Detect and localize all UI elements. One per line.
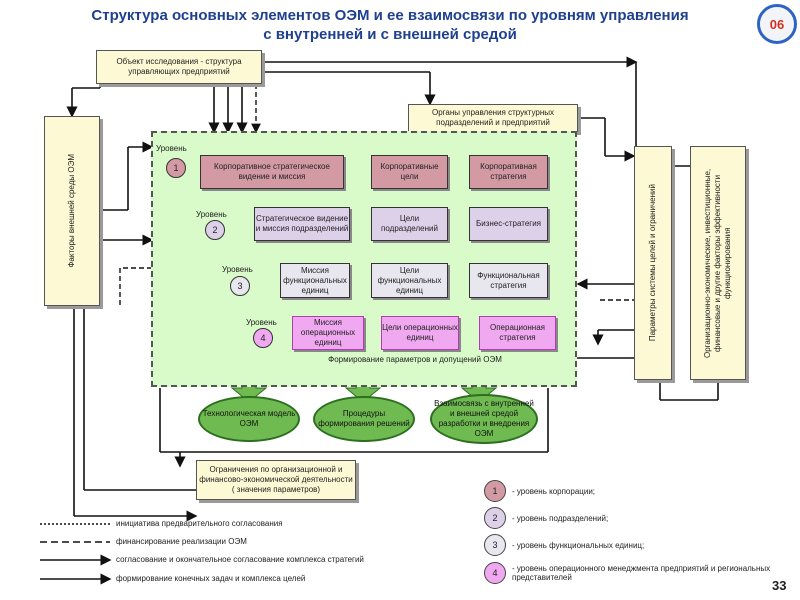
goal-params-box: Параметры системы целей и ограничений bbox=[634, 146, 672, 380]
l4-mission: Миссия операционных единиц bbox=[292, 316, 364, 350]
level-3-label: Уровень bbox=[222, 265, 253, 274]
l1-vision-mission: Корпоративное стратегическое видение и м… bbox=[200, 155, 344, 189]
l2-goals: Цели подразделений bbox=[371, 207, 448, 241]
l3-mission: Миссия функциональных единиц bbox=[280, 263, 350, 298]
efficiency-factors-text: Организационно-экономические, инвестицио… bbox=[703, 168, 732, 358]
management-organs-box: Органы управления структурных подразделе… bbox=[408, 104, 578, 132]
legend-circle-3: 3 bbox=[484, 534, 506, 556]
legend-level-4-text: - уровень операционного менеджмента пред… bbox=[512, 564, 771, 582]
oval-environment-link: Взаимосвязь с внутренней и внешней средо… bbox=[430, 394, 538, 444]
legend-line-3: согласование и окончательное согласовани… bbox=[116, 555, 364, 564]
l2-vision-mission: Стратегическое видение и миссия подразде… bbox=[254, 207, 350, 241]
legend-level-3-text: - уровень функциональных единиц; bbox=[512, 540, 645, 550]
legend-level-2-text: - уровень подразделений; bbox=[512, 513, 609, 523]
external-factors-text: Факторы внешней среды ОЭМ bbox=[67, 154, 76, 268]
legend-level-4: 4 - уровень операционного менеджмента пр… bbox=[484, 562, 772, 584]
l3-strategy: Функциональная стратегия bbox=[469, 263, 548, 298]
legend-circle-4: 4 bbox=[484, 562, 506, 584]
legend-circle-2: 2 bbox=[484, 507, 506, 529]
l4-goals: Цели операционных единиц bbox=[381, 316, 459, 350]
goal-params-text: Параметры системы целей и ограничений bbox=[648, 184, 657, 342]
l1-strategy: Корпоративная стратегия bbox=[469, 155, 548, 189]
constraints-box: Ограничения по организационной и финансо… bbox=[196, 460, 356, 500]
page-number: 33 bbox=[772, 578, 787, 593]
legend-line-1: инициатива предварительного согласования bbox=[116, 519, 283, 528]
research-object-box: Объект исследования - структура управляю… bbox=[96, 50, 262, 84]
external-factors-box: Факторы внешней среды ОЭМ bbox=[44, 116, 100, 306]
slide-badge: 06 bbox=[757, 4, 797, 44]
title-line-1: Структура основных элементов ОЭМ и ее вз… bbox=[91, 7, 689, 24]
legend-line-2: финансирование реализации ОЭМ bbox=[116, 537, 247, 546]
efficiency-factors-box: Организационно-экономические, инвестицио… bbox=[690, 146, 746, 380]
level-3-circle: 3 bbox=[230, 276, 250, 296]
legend-level-3: 3 - уровень функциональных единиц; bbox=[484, 534, 764, 556]
l3-goals: Цели функциональных единиц bbox=[371, 263, 448, 298]
legend-level-1-text: - уровень корпорации; bbox=[512, 486, 596, 496]
level-4-circle: 4 bbox=[253, 328, 273, 348]
level-2-label: Уровень bbox=[196, 210, 227, 219]
legend-level-1: 1 - уровень корпорации; bbox=[484, 480, 764, 502]
formation-caption: Формирование параметров и допущений ОЭМ bbox=[328, 355, 502, 364]
l1-goals: Корпоративные цели bbox=[371, 155, 448, 189]
diagram-title: Структура основных элементов ОЭМ и ее вз… bbox=[40, 6, 740, 44]
level-2-circle: 2 bbox=[205, 220, 225, 240]
oval-decision-procedures: Процедуры формирования решений bbox=[313, 396, 415, 442]
legend-level-2: 2 - уровень подразделений; bbox=[484, 507, 764, 529]
legend-line-4: формирование конечных задач и комплекса … bbox=[116, 574, 306, 583]
oval-technology-model: Технологическая модель ОЭМ bbox=[198, 396, 300, 442]
level-1-circle: 1 bbox=[166, 158, 186, 178]
title-line-2: с внутренней и с внешней средой bbox=[263, 26, 517, 43]
legend-circle-1: 1 bbox=[484, 480, 506, 502]
level-1-label: Уровень bbox=[156, 144, 187, 153]
level-4-label: Уровень bbox=[246, 318, 277, 327]
l2-strategy: Бизнес-стратегия bbox=[469, 207, 548, 241]
l4-strategy: Операционная стратегия bbox=[479, 316, 556, 350]
